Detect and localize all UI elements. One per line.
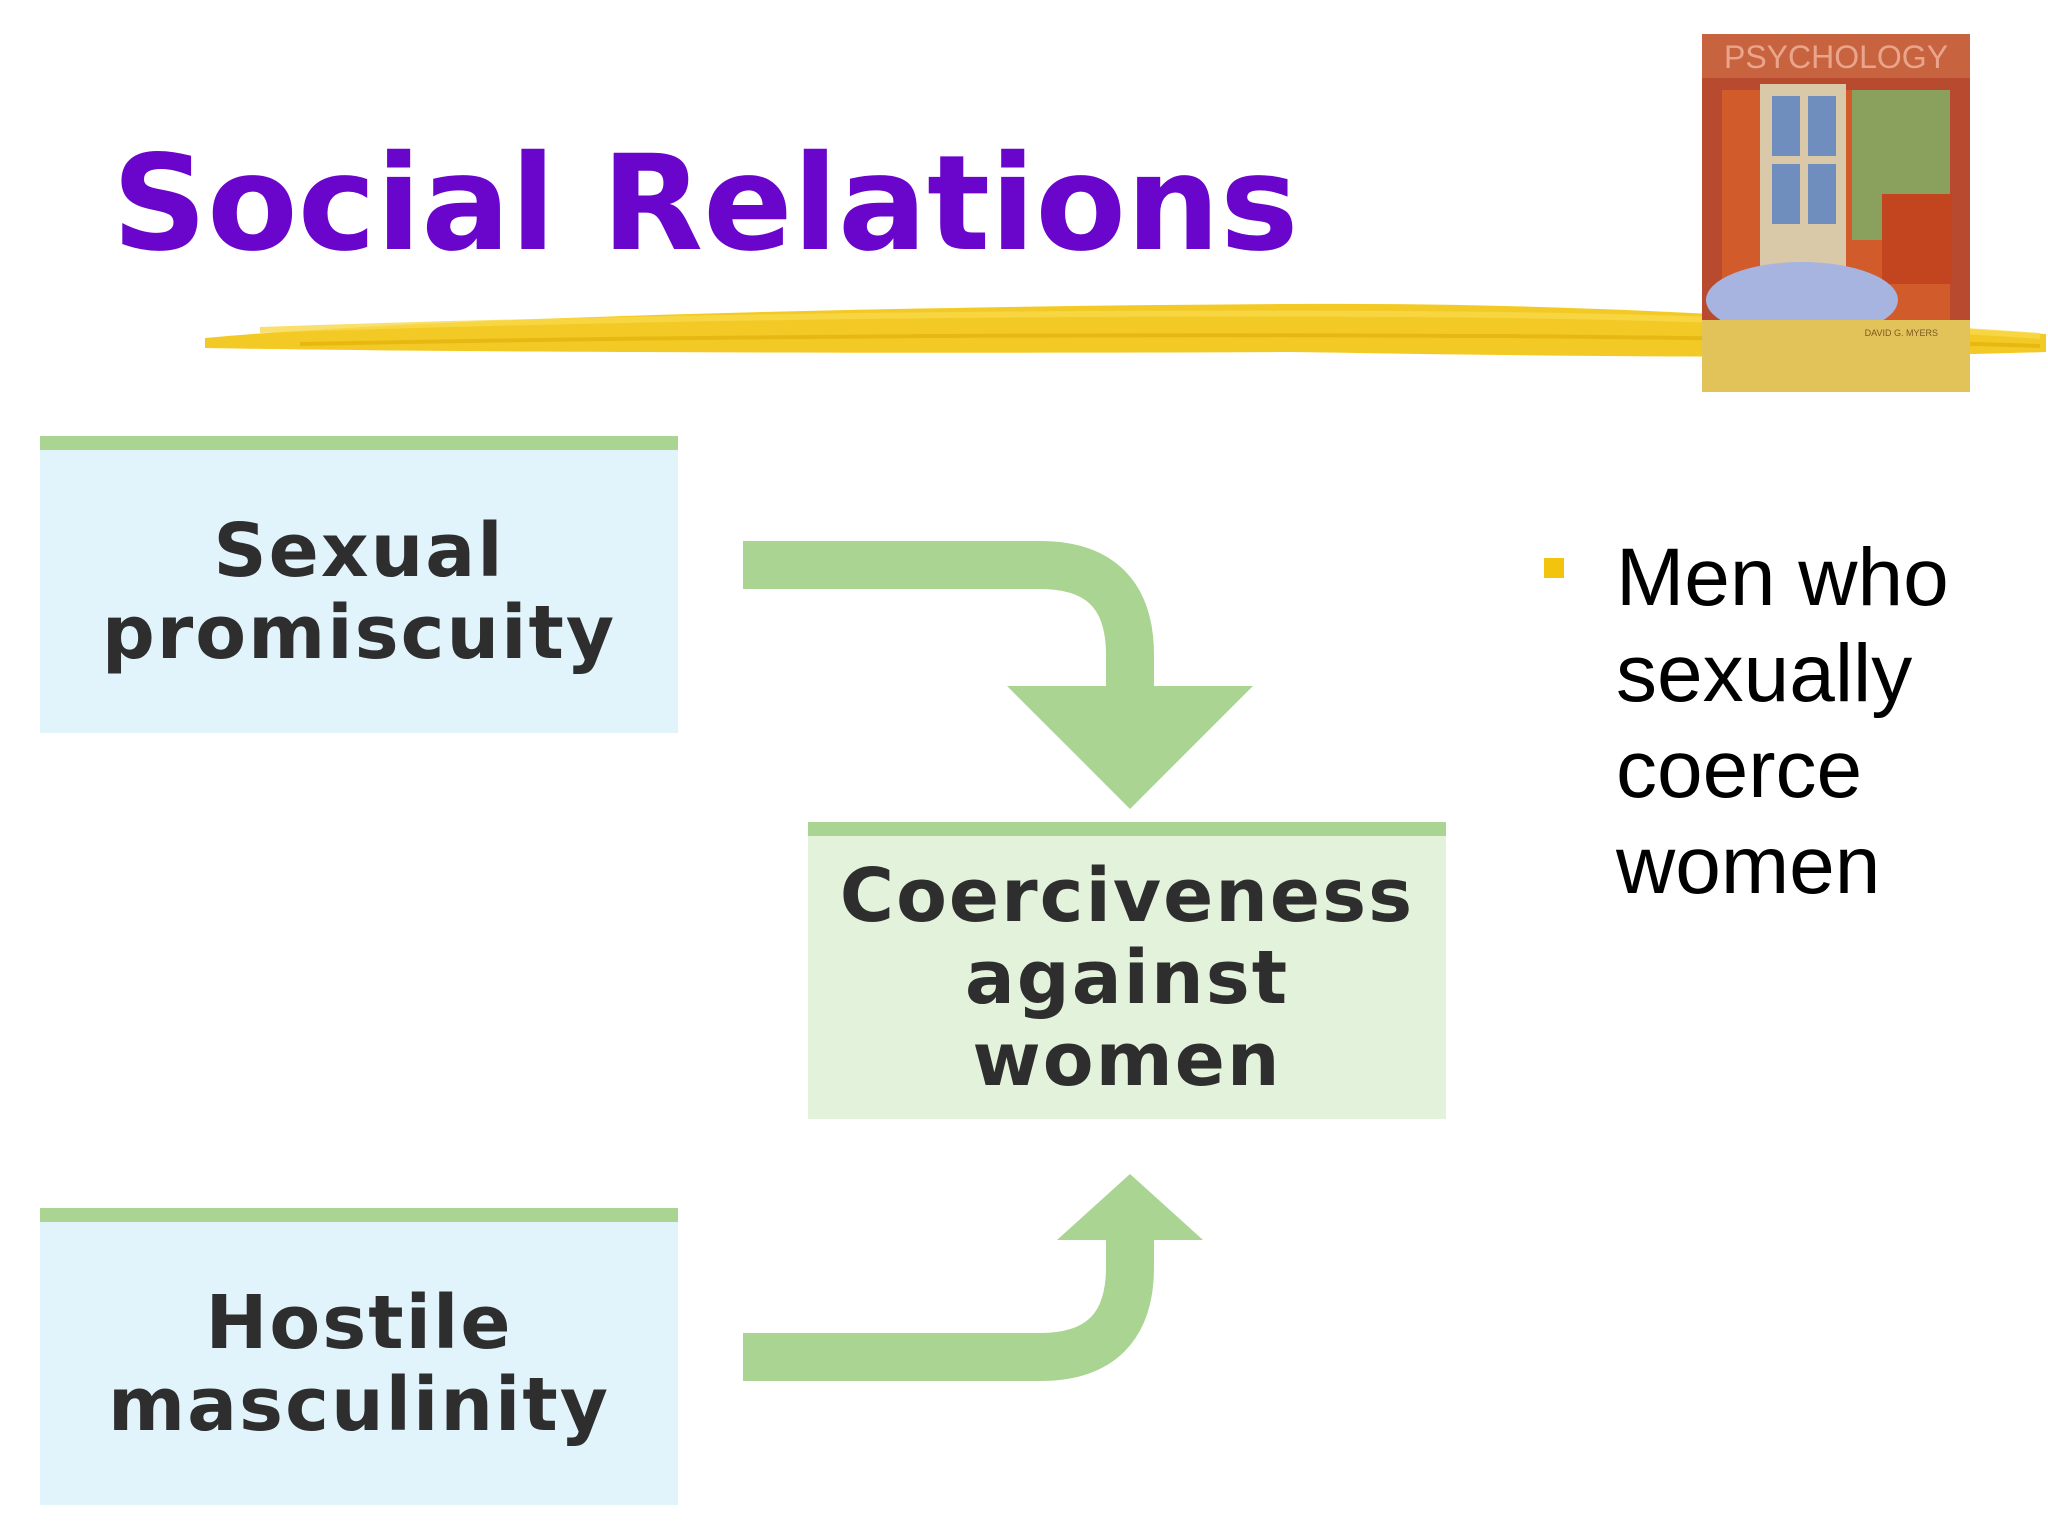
node-hostile-masculinity: Hostile masculinity <box>40 1208 678 1505</box>
node-sexual-promiscuity: Sexual promiscuity <box>40 436 678 733</box>
arrow-masculinity-to-coerciveness <box>743 1236 1154 1381</box>
bullet-marker-icon <box>1544 558 1564 578</box>
node-hostile-masculinity-label: Hostile masculinity <box>107 1279 611 1448</box>
book-title: PSYCHOLOGY <box>1724 39 1948 75</box>
psychology-book-cover: PSYCHOLOGY DAVID G. MYERS <box>1702 34 1970 392</box>
node-sexual-promiscuity-label: Sexual promiscuity <box>101 507 617 676</box>
node-coerciveness-against-women: Coerciveness against women <box>808 822 1446 1119</box>
arrowhead-up <box>1057 1174 1203 1240</box>
bullet-text: Men who sexually coerce women <box>1616 532 1949 911</box>
book-author: DAVID G. MYERS <box>1865 328 1938 338</box>
slide-title: Social Relations <box>112 127 1299 281</box>
node-coerciveness-label: Coerciveness against women <box>839 852 1415 1103</box>
arrowhead-down <box>1057 710 1203 776</box>
